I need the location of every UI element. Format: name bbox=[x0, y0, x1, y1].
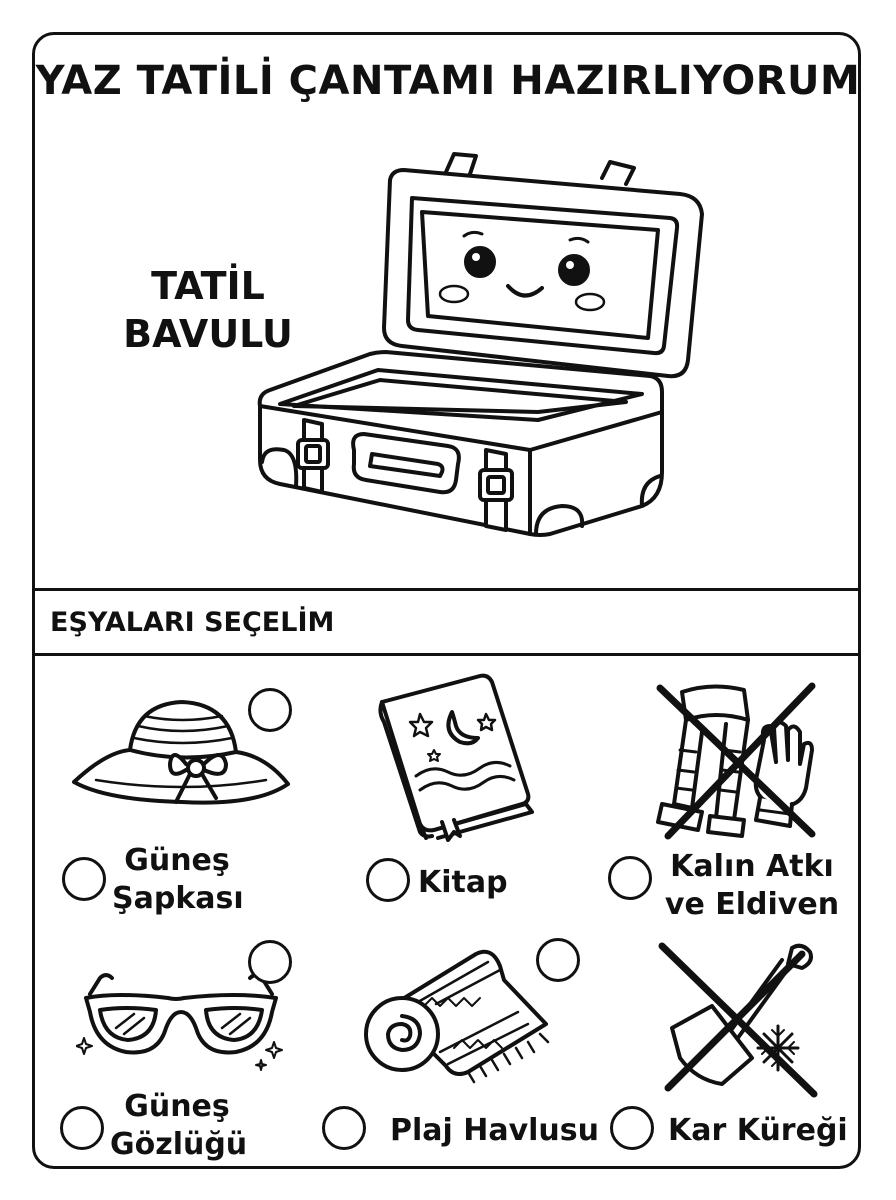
item-checkbox-book[interactable] bbox=[366, 858, 410, 902]
suitcase-label: TATİL BAVULU bbox=[118, 262, 298, 358]
item-label-line2: ve Eldiven bbox=[664, 887, 840, 922]
suitcase-label-line1: TATİL bbox=[151, 264, 265, 308]
item-label-line2: Gözlüğü bbox=[110, 1127, 248, 1162]
scarf-gloves-icon bbox=[656, 682, 816, 840]
open-suitcase-face-icon bbox=[257, 152, 704, 537]
sun-hat-icon bbox=[72, 700, 290, 805]
item-label-beach-towel: Plaj Havlusu bbox=[390, 1112, 600, 1150]
item-label-line1: Plaj Havlusu bbox=[390, 1113, 600, 1148]
beach-towel-icon bbox=[364, 949, 550, 1084]
item-label-snow-shovel: Kar Küreği bbox=[668, 1112, 848, 1150]
item-label-line1: Güneş bbox=[124, 843, 230, 878]
book-icon bbox=[378, 673, 534, 842]
item-label-sun-hat: Güneş Şapkası bbox=[112, 842, 244, 918]
item-label-book: Kitap bbox=[418, 864, 518, 902]
item-label-line1: Kalın Atkı bbox=[670, 849, 834, 884]
item-label-scarf-gloves: Kalın Atkı ve Eldiven bbox=[664, 848, 840, 924]
page-title: YAZ TATİLİ ÇANTAMI HAZIRLIYORUM bbox=[35, 58, 861, 104]
towel-choice-circle-top[interactable] bbox=[536, 938, 580, 982]
item-label-line1: Kar Küreği bbox=[668, 1113, 848, 1148]
item-checkbox-beach-towel[interactable] bbox=[322, 1106, 366, 1150]
item-label-line2: Şapkası bbox=[112, 881, 244, 916]
item-checkbox-sun-hat[interactable] bbox=[62, 857, 106, 901]
item-checkbox-sunglasses[interactable] bbox=[60, 1106, 104, 1150]
item-label-line1: Güneş bbox=[124, 1089, 230, 1124]
section-header: EŞYALARI SEÇELİM bbox=[34, 588, 860, 656]
item-checkbox-snow-shovel[interactable] bbox=[610, 1106, 654, 1150]
section-title: EŞYALARI SEÇELİM bbox=[50, 607, 335, 638]
item-label-sunglasses: Güneş Gözlüğü bbox=[110, 1088, 248, 1164]
item-checkbox-scarf-gloves[interactable] bbox=[608, 856, 652, 900]
item-label-line1: Kitap bbox=[418, 865, 508, 900]
suitcase-label-line2: BAVULU bbox=[123, 312, 293, 356]
glasses-choice-circle-top[interactable] bbox=[248, 940, 292, 984]
sunglasses-icon bbox=[76, 973, 283, 1071]
hat-choice-circle-top[interactable] bbox=[248, 688, 292, 732]
snow-shovel-icon bbox=[658, 942, 818, 1098]
